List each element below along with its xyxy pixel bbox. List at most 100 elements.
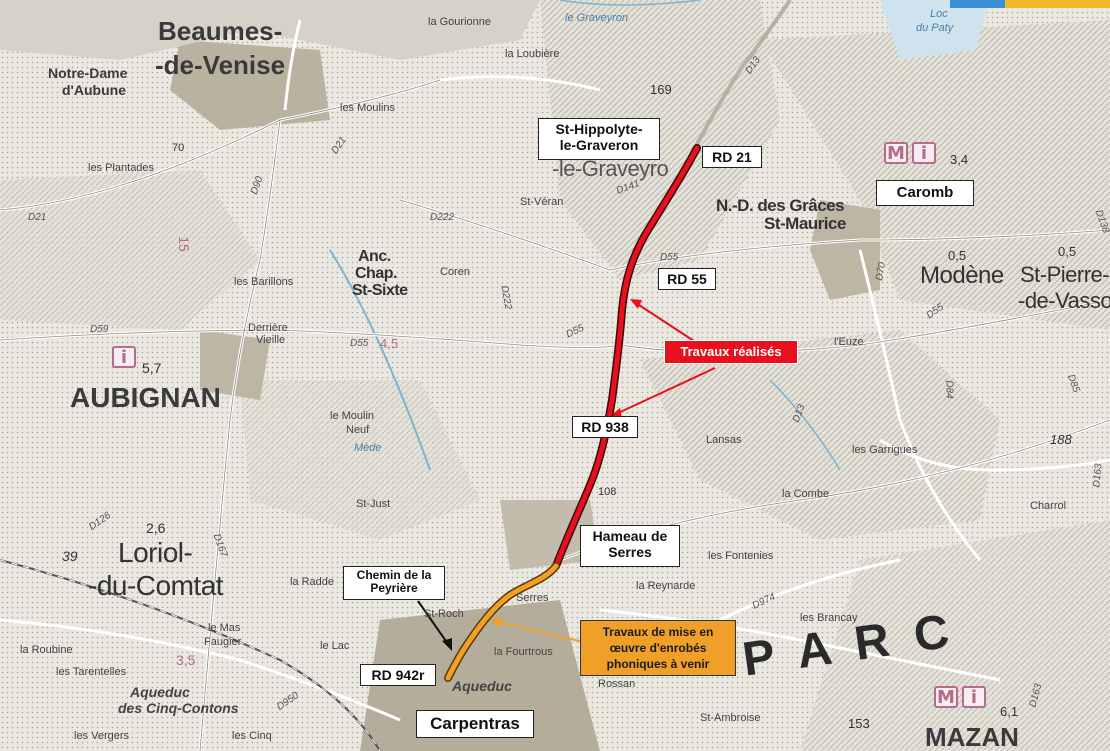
spot-57: 5,7 bbox=[142, 360, 162, 376]
place-st-just: St-Just bbox=[356, 498, 391, 510]
town-mazan: MAZAN bbox=[925, 722, 1019, 751]
label-st-hippolyte: St-Hippolyte- le-Graveron bbox=[538, 118, 660, 160]
corner-accent-yellow bbox=[1005, 0, 1110, 8]
label-chemin-peyriere: Chemin de la Peyrière bbox=[343, 566, 445, 600]
place-notre-dame: Notre-Dame bbox=[48, 65, 128, 81]
info-icon-mazan: i bbox=[962, 686, 986, 708]
road-d55n: D55 bbox=[660, 252, 679, 263]
place-coren: Coren bbox=[440, 266, 470, 278]
spot-15: 15 bbox=[175, 236, 192, 252]
place-st-maurice: St-Maurice bbox=[764, 214, 846, 233]
spot-153: 153 bbox=[848, 716, 870, 731]
spot-61: 6,1 bbox=[1000, 704, 1019, 719]
label-hameau-line2: Serres bbox=[608, 543, 652, 560]
road-d21b: D21 bbox=[28, 212, 47, 223]
label-rd938: RD 938 bbox=[572, 416, 638, 438]
spot-70: 70 bbox=[172, 142, 185, 154]
place-paty: du Paty bbox=[916, 22, 954, 34]
spot-05a: 0,5 bbox=[948, 248, 967, 263]
corner-accent-blue bbox=[950, 0, 1005, 8]
spot-05b: 0,5 bbox=[1058, 244, 1077, 259]
label-st-hippolyte-line2: le-Graveron bbox=[559, 136, 639, 153]
place-st-sixte: St-Sixte bbox=[352, 282, 408, 299]
label-hameau-serres: Hameau de Serres bbox=[580, 525, 680, 567]
town-loriol: Loriol- bbox=[118, 537, 193, 568]
place-aqueduc: Aqueduc bbox=[130, 684, 190, 700]
town-comtat: -du-Comtat bbox=[88, 570, 224, 601]
place-garrigues: les Garrigues bbox=[852, 444, 918, 456]
place-brancay: les Brancay bbox=[800, 612, 858, 624]
info-icon: i bbox=[912, 142, 936, 164]
place-loc: Loc bbox=[930, 8, 948, 20]
road-d163: D163 bbox=[1091, 463, 1105, 488]
label-caromb: Caromb bbox=[876, 180, 974, 206]
info-icon-aubignan: i bbox=[112, 346, 136, 368]
label-chemin-line1: Chemin de la bbox=[356, 568, 432, 582]
place-fontenies: les Fontenies bbox=[708, 550, 774, 562]
place-radde: la Radde bbox=[290, 576, 335, 588]
place-charrol: Charrol bbox=[1030, 500, 1067, 512]
place-mas: le Mas bbox=[208, 622, 241, 634]
museum-icon-mazan: M bbox=[934, 686, 958, 708]
callout-works-upcoming: Travaux de mise en œuvre d'enrobés phoni… bbox=[580, 620, 736, 676]
spot-169: 169 bbox=[650, 82, 672, 97]
place-graveyron-mid: -le-Graveyro bbox=[552, 156, 669, 181]
place-nd-graces: N.-D. des Grâces bbox=[716, 196, 845, 215]
place-vieille: Vieille bbox=[256, 334, 286, 346]
label-rd21: RD 21 bbox=[702, 146, 762, 168]
label-rd55: RD 55 bbox=[658, 268, 716, 290]
place-st-ambroise: St-Ambroise bbox=[700, 712, 761, 724]
label-chemin-line2: Peyrière bbox=[370, 581, 418, 596]
place-faugier: Faugier bbox=[204, 636, 242, 648]
route-works-upcoming bbox=[444, 562, 560, 682]
label-rd942r: RD 942r bbox=[360, 664, 436, 686]
label-carpentras: Carpentras bbox=[416, 710, 534, 738]
place-aubune: d'Aubune bbox=[62, 82, 126, 98]
road-d55: D55 bbox=[350, 338, 369, 349]
spot-39: 39 bbox=[62, 548, 78, 564]
label-hameau-line1: Hameau de bbox=[592, 528, 668, 544]
town-vassols: -de-Vassol bbox=[1018, 288, 1110, 313]
road-d59: D59 bbox=[90, 324, 109, 335]
place-cinq-contons: des Cinq-Contons bbox=[118, 700, 239, 716]
label-st-hippolyte-line1: St-Hippolyte- bbox=[555, 121, 643, 137]
place-mede: Mède bbox=[354, 442, 382, 454]
place-moulins: les Moulins bbox=[340, 102, 396, 114]
town-modene: Modène bbox=[920, 262, 1004, 289]
spot-108: 108 bbox=[598, 486, 617, 498]
place-derriere: Derrière bbox=[248, 322, 288, 334]
spot-26: 2,6 bbox=[146, 520, 166, 536]
place-moulin: le Moulin bbox=[330, 410, 375, 422]
place-anc: Anc. bbox=[358, 248, 391, 265]
place-euze: l'Euze bbox=[834, 336, 864, 348]
place-lansas: Lansas bbox=[706, 434, 742, 446]
place-reynarde: la Reynarde bbox=[636, 580, 696, 592]
place-st-roch: St-Roch bbox=[424, 608, 464, 620]
place-tarentelles: les Tarentelles bbox=[56, 666, 127, 678]
place-neuf: Neuf bbox=[346, 424, 370, 436]
place-gourionne: la Gourionne bbox=[428, 16, 491, 28]
callout-upcoming-line2: œuvre d'enrobés bbox=[609, 641, 707, 655]
place-rossan: Rossan bbox=[598, 678, 636, 690]
callout-works-done: Travaux réalisés bbox=[664, 340, 798, 364]
spot-188: 188 bbox=[1050, 432, 1072, 447]
road-d222: D222 bbox=[430, 212, 454, 223]
spot-35: 3,5 bbox=[176, 652, 196, 668]
place-graveyron-top: le Graveyron bbox=[565, 12, 628, 24]
place-combe: la Combe bbox=[782, 488, 830, 500]
place-plantades: les Plantades bbox=[88, 162, 155, 174]
place-loubiere: la Loubière bbox=[505, 48, 560, 60]
road-d84: D84 bbox=[943, 380, 955, 399]
callout-upcoming-line3: phoniques à venir bbox=[606, 657, 710, 671]
place-lac: le Lac bbox=[320, 640, 350, 652]
place-serres-map: Serres bbox=[516, 592, 549, 604]
town-aubignan: AUBIGNAN bbox=[70, 382, 221, 413]
town-beaumes: Beaumes- bbox=[158, 16, 283, 46]
museum-icon: M bbox=[884, 142, 908, 164]
place-fourtrous: la Fourtrous bbox=[494, 646, 553, 658]
place-aqueduc2: Aqueduc bbox=[452, 678, 512, 694]
place-roubine: la Roubine bbox=[20, 644, 73, 656]
place-chap: Chap. bbox=[355, 265, 397, 282]
